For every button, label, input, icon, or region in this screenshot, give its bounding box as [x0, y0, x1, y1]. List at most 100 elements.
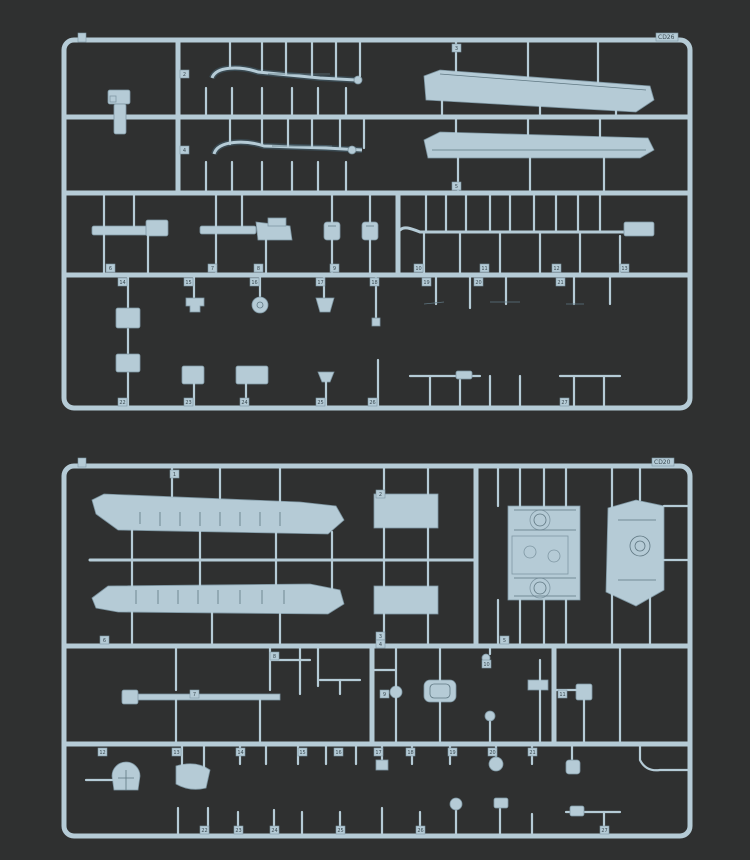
upper-part-number-13: 13: [621, 266, 627, 272]
lower-tag-box: [599, 825, 610, 835]
upper-tag-box: [117, 397, 128, 407]
lower-tag-box: [557, 689, 568, 699]
upper-part-number-2: 2: [183, 72, 186, 78]
upper-tag-box: [315, 397, 326, 407]
upper-tag-box: [551, 263, 562, 273]
upper-tag-box: [369, 277, 380, 287]
upper-sprue: CD26: [61, 32, 693, 411]
upper-part-number-10: 10: [415, 266, 421, 272]
lower-tag-box: [199, 825, 210, 835]
lower-tag-box: [415, 825, 426, 835]
upper-tag-box: [239, 397, 250, 407]
upper-tag-box: [421, 277, 432, 287]
lower-tag-box: [169, 469, 180, 479]
lower-part-number-7: 7: [193, 692, 196, 698]
lower-part-number-5: 5: [503, 638, 506, 644]
lower-part-number-4: 4: [379, 642, 382, 648]
lower-part-number-24: 24: [271, 828, 277, 834]
upper-part-number-12: 12: [553, 266, 559, 272]
lower-part-number-16: 16: [335, 750, 341, 756]
tow-cable-2: [211, 139, 363, 156]
wheel-bracket-parts: [84, 742, 692, 838]
upper-tag-box: [117, 277, 128, 287]
upper-part-number-19: 19: [423, 280, 429, 286]
upper-tag-box: [179, 145, 190, 155]
lower-tag-box: [379, 689, 390, 699]
lower-part-number-14: 14: [237, 750, 243, 756]
axle-rod: [398, 191, 655, 277]
upper-part-number-8: 8: [257, 266, 260, 272]
upper-tag-box: [179, 69, 190, 79]
upper-part-number-9: 9: [333, 266, 336, 272]
lower-tag-box: [333, 747, 344, 757]
engine-deck-panel: [496, 464, 581, 648]
upper-tag-box: [451, 43, 462, 53]
upper-part-number-26: 26: [369, 400, 375, 406]
upper-part-number-17: 17: [317, 280, 323, 286]
lower-part-number-13: 13: [173, 750, 179, 756]
upper-part-number-16: 16: [251, 280, 257, 286]
lower-sprue: CD20: [61, 457, 693, 839]
upper-tag-box: [555, 277, 566, 287]
upper-tag-box: [473, 277, 484, 287]
lower-part-number-27: 27: [601, 828, 607, 834]
lower-tag-box: [447, 747, 458, 757]
lower-tag-box: [233, 825, 244, 835]
rear-hull-plate: [605, 464, 692, 648]
upper-tag-box: [329, 263, 340, 273]
upper-part-number-4: 4: [183, 148, 186, 154]
lower-part-number-20: 20: [489, 750, 495, 756]
lower-part-number-17: 17: [375, 750, 381, 756]
upper-part-number-3: 3: [455, 46, 458, 52]
lower-part-number-22: 22: [201, 828, 207, 834]
lower-tag-box: [297, 747, 308, 757]
clip-part: [78, 89, 180, 135]
lower-tag-box: [99, 635, 110, 645]
lower-tag-box: [235, 747, 246, 757]
lower-tag-box: [487, 747, 498, 757]
upper-tag-box: [315, 277, 326, 287]
gun-barrel: [121, 644, 362, 746]
lower-part-number-9: 9: [383, 692, 386, 698]
lower-tag-box: [499, 635, 510, 645]
lower-part-number-8: 8: [273, 654, 276, 660]
lower-part-number-1: 1: [173, 472, 176, 478]
lower-part-number-19: 19: [449, 750, 455, 756]
lower-sprue-code: CD20: [654, 459, 671, 466]
lower-part-number-21: 21: [529, 750, 535, 756]
lower-row-parts: [115, 273, 622, 410]
tow-cable-1: [209, 65, 363, 85]
lower-tag-box: [375, 639, 386, 649]
plate-2: [373, 585, 439, 615]
hull-plate-1: [423, 38, 655, 119]
upper-part-number-24: 24: [241, 400, 247, 406]
upper-tag-box: [183, 277, 194, 287]
upper-part-number-23: 23: [185, 400, 191, 406]
upper-part-number-15: 15: [185, 280, 191, 286]
lower-part-number-18: 18: [407, 750, 413, 756]
lower-part-number-11: 11: [559, 692, 565, 698]
plate-1: [373, 493, 439, 529]
lower-tag-box: [481, 659, 492, 669]
upper-tag-box: [451, 181, 462, 191]
upper-tag-box: [619, 263, 630, 273]
lower-part-number-23: 23: [235, 828, 241, 834]
upper-part-number-20: 20: [475, 280, 481, 286]
upper-tag-box: [253, 263, 264, 273]
hatch-parts: [323, 191, 379, 277]
side-skirt-1: [91, 464, 345, 562]
lower-tag-box: [97, 747, 108, 757]
lower-tag-box: [269, 651, 280, 661]
lower-tag-box: [269, 825, 280, 835]
lower-part-number-12: 12: [99, 750, 105, 756]
lower-tag-box: [189, 689, 200, 699]
upper-tag-box: [249, 277, 260, 287]
lower-part-number-3: 3: [379, 634, 382, 640]
lower-tag-box: [171, 747, 182, 757]
upper-part-number-5: 5: [455, 184, 458, 190]
lower-part-number-15: 15: [299, 750, 305, 756]
